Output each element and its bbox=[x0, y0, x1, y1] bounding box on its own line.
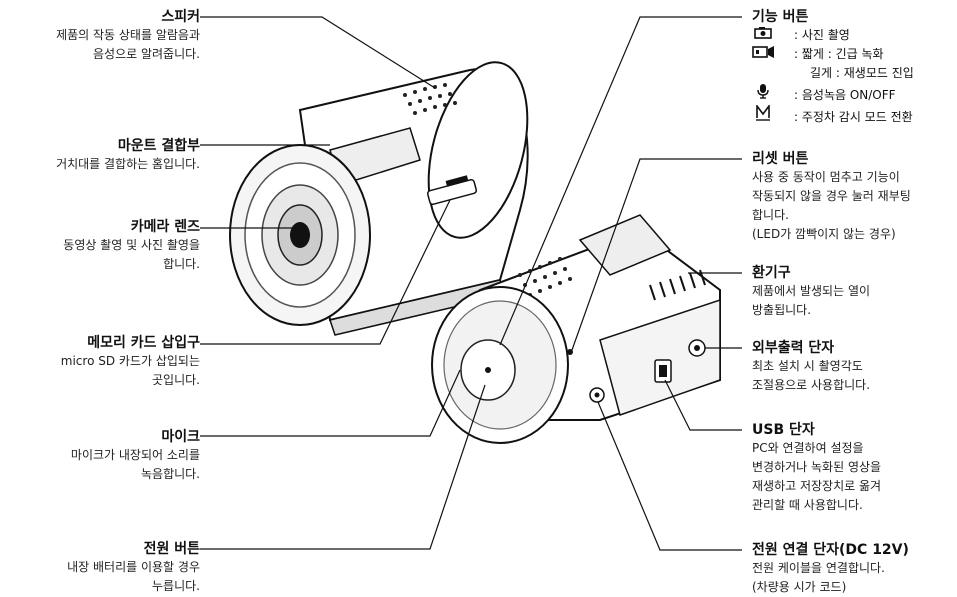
dashcam-upper-illustration bbox=[229, 61, 529, 336]
function-row-voice-text: : 음성녹음 ON/OFF bbox=[794, 88, 896, 102]
mic-icon bbox=[752, 83, 774, 105]
power-button-title: 전원 버튼 bbox=[143, 541, 200, 557]
video-icon bbox=[752, 45, 774, 64]
m-icon bbox=[752, 103, 774, 127]
function-row-parking: : 주정차 감시 모드 전환 bbox=[752, 103, 952, 127]
reset-title: 리셋 버튼 bbox=[752, 151, 809, 167]
memory-title: 메모리 카드 삽입구 bbox=[87, 335, 200, 351]
function-row-emergency: : 짧게 : 긴급 녹화 bbox=[752, 45, 952, 64]
lens-desc-1: 동영상 촬영 및 사진 촬영을 bbox=[63, 238, 200, 252]
callout-mount: 마운트 결합부 거치대를 결합하는 홈입니다. bbox=[0, 137, 200, 174]
callout-speaker: 스피커 제품의 작동 상태를 알람음과 음성으로 알려줍니다. bbox=[0, 8, 200, 64]
power-button-desc-2: 누릅니다. bbox=[152, 579, 200, 593]
callout-lens: 카메라 렌즈 동영상 촬영 및 사진 촬영을 합니다. bbox=[0, 218, 200, 274]
lens-desc-2: 합니다. bbox=[163, 257, 200, 271]
usb-title: USB 단자 bbox=[752, 422, 815, 438]
function-row-voice: : 음성녹음 ON/OFF bbox=[752, 83, 952, 105]
speaker-desc-2: 음성으로 알려줍니다. bbox=[93, 47, 200, 61]
callout-function-button: 기능 버튼 : 사진 촬영 : 짧게 : 긴급 녹화 길게 : 재생모드 진입 … bbox=[752, 8, 952, 127]
callout-power-connector: 전원 연결 단자(DC 12V) 전원 케이블을 연결합니다. (차량용 시가 … bbox=[752, 541, 957, 597]
mic-desc-1: 마이크가 내장되어 소리를 bbox=[70, 448, 200, 462]
power-conn-title: 전원 연결 단자(DC 12V) bbox=[752, 542, 909, 558]
vent-desc-2: 방출됩니다. bbox=[752, 303, 812, 317]
memory-desc-1: micro SD 카드가 삽입되는 bbox=[60, 354, 200, 368]
callout-usb: USB 단자 PC와 연결하여 설정을 변경하거나 녹화된 영상을 재생하고 저… bbox=[752, 421, 952, 515]
usb-desc-1: PC와 연결하여 설정을 bbox=[752, 441, 864, 455]
mount-title: 마운트 결합부 bbox=[117, 138, 200, 154]
callout-vent: 환기구 제품에서 발생되는 열이 방출됩니다. bbox=[752, 264, 952, 320]
function-row-parking-text: : 주정차 감시 모드 전환 bbox=[794, 110, 913, 124]
dashcam-lower-illustration bbox=[431, 214, 721, 444]
speaker-desc-1: 제품의 작동 상태를 알람음과 bbox=[56, 28, 200, 42]
camera-icon bbox=[752, 26, 774, 45]
callout-memory: 메모리 카드 삽입구 micro SD 카드가 삽입되는 곳입니다. bbox=[0, 334, 200, 390]
power-conn-desc-1: 전원 케이블을 연결합니다. bbox=[752, 561, 885, 575]
usb-desc-2: 변경하거나 녹화된 영상을 bbox=[752, 460, 882, 474]
ext-output-desc-2: 조절용으로 사용합니다. bbox=[752, 378, 871, 392]
leader-lines bbox=[200, 16, 742, 551]
mount-desc-1: 거치대를 결합하는 홈입니다. bbox=[56, 157, 200, 171]
memory-desc-2: 곳입니다. bbox=[152, 373, 200, 387]
mic-desc-2: 녹음합니다. bbox=[140, 467, 200, 481]
vent-desc-1: 제품에서 발생되는 열이 bbox=[752, 284, 871, 298]
usb-desc-3: 재생하고 저장장치로 옮겨 bbox=[752, 479, 882, 493]
function-row-photo-text: : 사진 촬영 bbox=[794, 28, 850, 42]
lens-title: 카메라 렌즈 bbox=[130, 219, 200, 235]
ext-output-desc-1: 최초 설치 시 촬영각도 bbox=[752, 359, 863, 373]
mic-title: 마이크 bbox=[161, 429, 200, 445]
usb-desc-4: 관리할 때 사용합니다. bbox=[752, 498, 863, 512]
vent-title: 환기구 bbox=[752, 265, 791, 281]
function-row-playback: 길게 : 재생모드 진입 bbox=[752, 64, 952, 83]
reset-desc-4: (LED가 깜빡이지 않는 경우) bbox=[752, 227, 896, 241]
callout-mic: 마이크 마이크가 내장되어 소리를 녹음합니다. bbox=[0, 428, 200, 484]
function-button-title: 기능 버튼 bbox=[752, 9, 809, 25]
callout-power-button: 전원 버튼 내장 배터리를 이용할 경우 누릅니다. bbox=[0, 540, 200, 596]
power-conn-desc-2: (차량용 시가 코드) bbox=[752, 580, 847, 594]
function-row-emergency-text: : 짧게 : 긴급 녹화 bbox=[794, 47, 884, 61]
callout-ext-output: 외부출력 단자 최초 설치 시 촬영각도 조절용으로 사용합니다. bbox=[752, 339, 952, 395]
reset-desc-1: 사용 중 동작이 멈추고 기능이 bbox=[752, 170, 900, 184]
function-row-playback-text: 길게 : 재생모드 진입 bbox=[810, 66, 914, 80]
power-button-desc-1: 내장 배터리를 이용할 경우 bbox=[67, 560, 200, 574]
callout-reset: 리셋 버튼 사용 중 동작이 멈추고 기능이 작동되지 않을 경우 눌러 재부팅… bbox=[752, 150, 957, 244]
reset-desc-2: 작동되지 않을 경우 눌러 재부팅 bbox=[752, 189, 911, 203]
speaker-title: 스피커 bbox=[161, 9, 200, 25]
reset-desc-3: 합니다. bbox=[752, 208, 789, 222]
function-row-photo: : 사진 촬영 bbox=[752, 26, 952, 45]
ext-output-title: 외부출력 단자 bbox=[752, 340, 835, 356]
